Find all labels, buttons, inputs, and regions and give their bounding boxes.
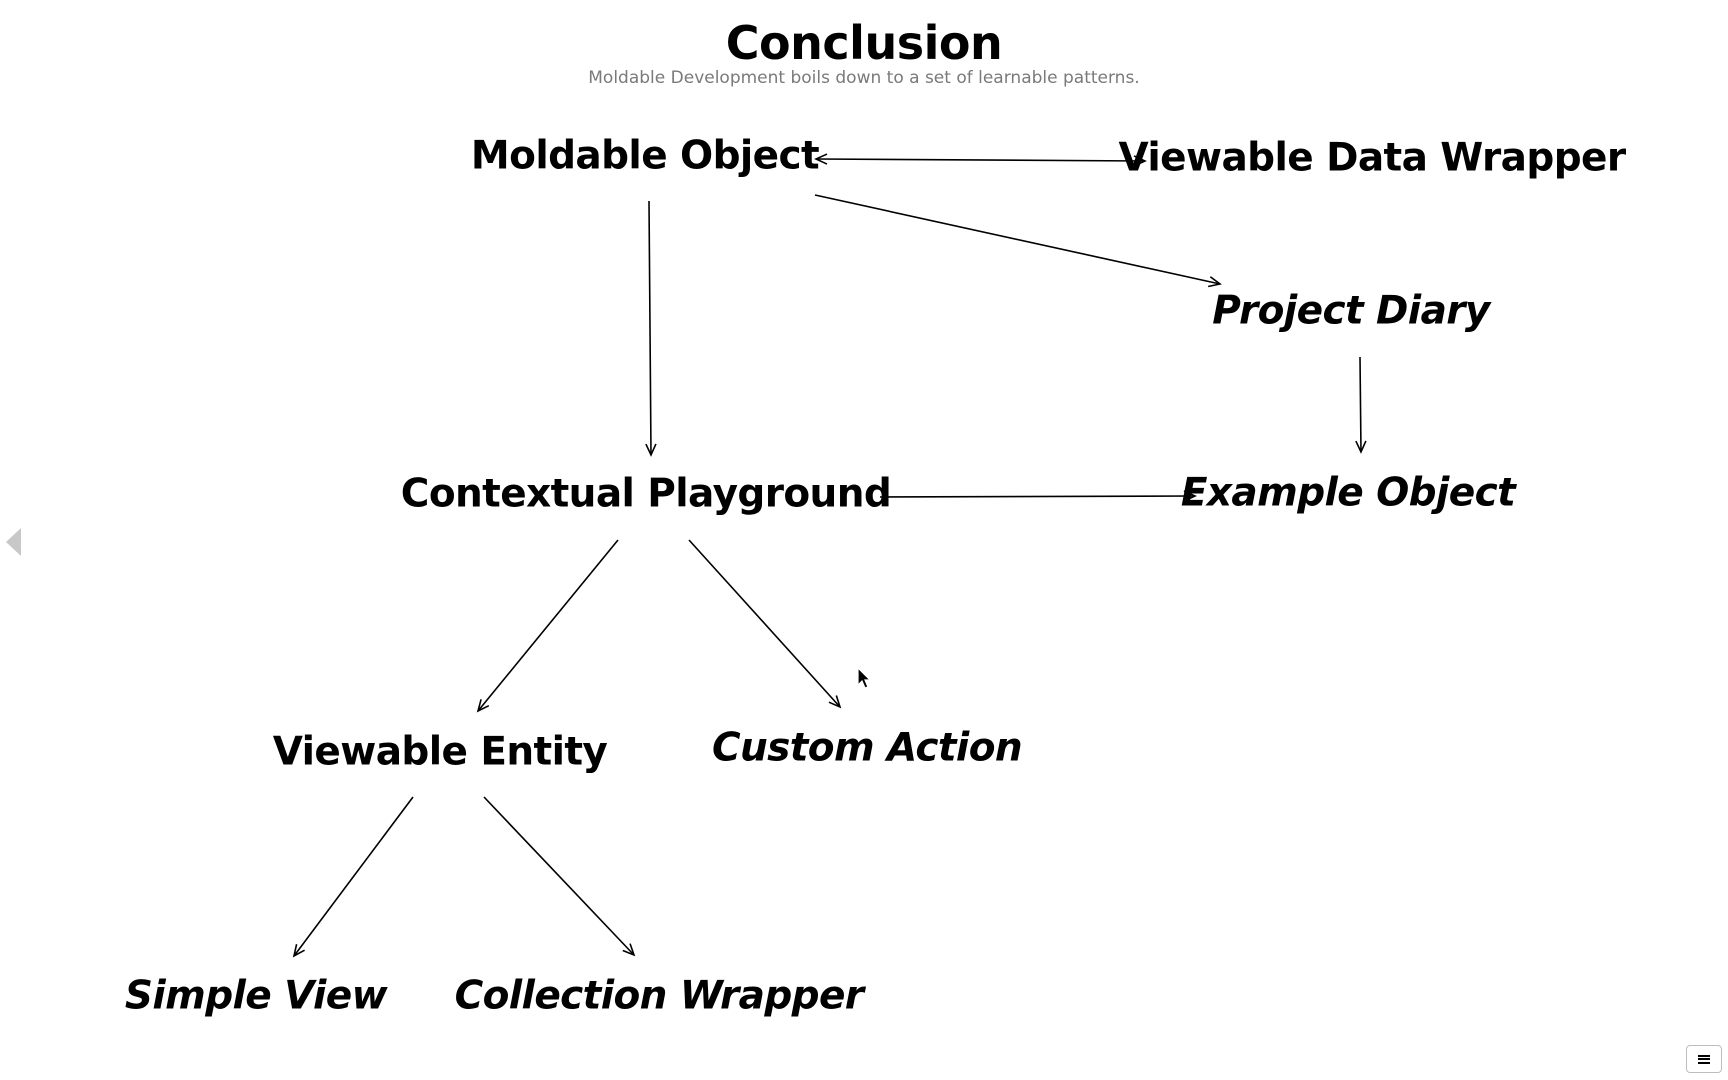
node-viewable-data-wrapper: Viewable Data Wrapper: [1118, 135, 1626, 181]
node-moldable-object: Moldable Object: [470, 133, 820, 179]
menu-icon: [1698, 1054, 1710, 1064]
edge-contextual-playground-custom-action: [688, 539, 842, 709]
node-collection-wrapper: Collection Wrapper: [454, 973, 864, 1019]
node-example-object: Example Object: [1180, 470, 1516, 516]
edge-contextual-playground-example-object: [879, 490, 1197, 502]
edge-project-diary-example-object: [1355, 356, 1367, 454]
edge-viewable-entity-collection-wrapper: [483, 796, 636, 957]
node-custom-action: Custom Action: [711, 725, 1023, 771]
slide-title: Conclusion: [725, 16, 1003, 70]
node-project-diary: Project Diary: [1212, 288, 1490, 334]
menu-button[interactable]: [1686, 1045, 1722, 1073]
node-simple-view: Simple View: [124, 973, 388, 1019]
edge-moldable-object-project-diary: [814, 194, 1222, 288]
edge-moldable-object-viewable-data-wrapper: [814, 153, 1147, 167]
edge-contextual-playground-viewable-entity: [476, 539, 619, 713]
slide-subtitle: Moldable Development boils down to a set…: [588, 68, 1140, 88]
triangle-left-icon[interactable]: [6, 528, 21, 556]
node-contextual-playground: Contextual Playground: [400, 471, 892, 517]
edge-moldable-object-contextual-playground: [645, 200, 657, 457]
edge-viewable-entity-simple-view: [292, 796, 414, 958]
mouse-pointer-icon: [857, 667, 872, 689]
node-viewable-entity: Viewable Entity: [272, 729, 608, 775]
